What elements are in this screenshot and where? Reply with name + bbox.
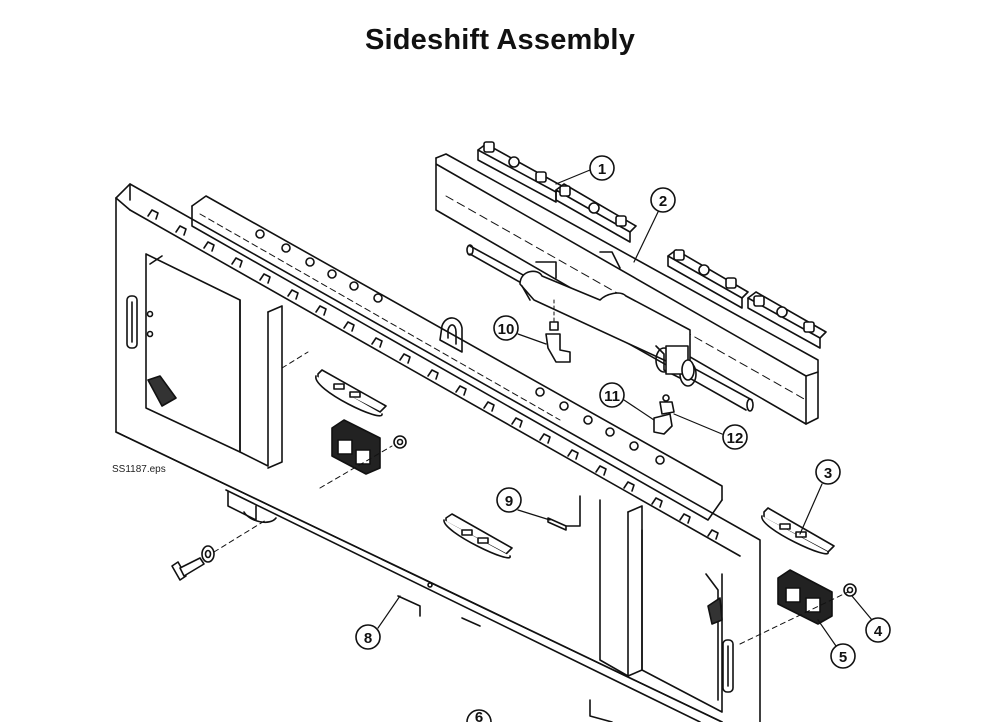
- callout-5: 5: [830, 643, 856, 669]
- wear-pad-block-right: [777, 569, 857, 625]
- svg-text:10: 10: [498, 321, 515, 338]
- callout-10: 10: [493, 315, 519, 341]
- callout-3: 3: [815, 459, 841, 485]
- wear-pad-left-upper: [315, 369, 387, 417]
- callout-11: 11: [599, 382, 625, 408]
- callout-4: 4: [865, 617, 891, 643]
- hydraulic-fittings: [545, 299, 675, 435]
- svg-text:6: 6: [475, 709, 483, 722]
- file-reference-label: SS1187.eps: [112, 464, 166, 475]
- callout-1: 1: [589, 155, 615, 181]
- svg-text:8: 8: [364, 630, 372, 647]
- wear-pad-center: [443, 513, 513, 559]
- sideshift-top-plate: [435, 153, 819, 425]
- svg-text:2: 2: [659, 193, 667, 210]
- svg-text:5: 5: [839, 649, 847, 666]
- callout-2: 2: [650, 187, 676, 213]
- callout-6: 6: [466, 709, 492, 722]
- roll-pin: [547, 495, 581, 531]
- svg-text:1: 1: [598, 161, 606, 178]
- wear-pad-block-left: [331, 419, 407, 475]
- carriage-frame: [115, 183, 761, 722]
- bolt-and-washer: [171, 545, 215, 581]
- svg-text:9: 9: [505, 493, 513, 510]
- carriage-top-rail: [129, 195, 741, 557]
- svg-text:3: 3: [824, 465, 832, 482]
- callout-9: 9: [496, 487, 522, 513]
- page-title: Sideshift Assembly: [364, 24, 636, 56]
- assembly-lines: [213, 351, 849, 645]
- svg-text:4: 4: [874, 623, 883, 640]
- leader-lines: [377, 169, 873, 647]
- retainer-bolts: [483, 141, 815, 333]
- callout-12: 12: [722, 424, 748, 450]
- svg-text:11: 11: [604, 388, 620, 405]
- wear-pad-right: [761, 507, 835, 555]
- svg-text:12: 12: [727, 430, 744, 447]
- callout-8: 8: [355, 624, 381, 650]
